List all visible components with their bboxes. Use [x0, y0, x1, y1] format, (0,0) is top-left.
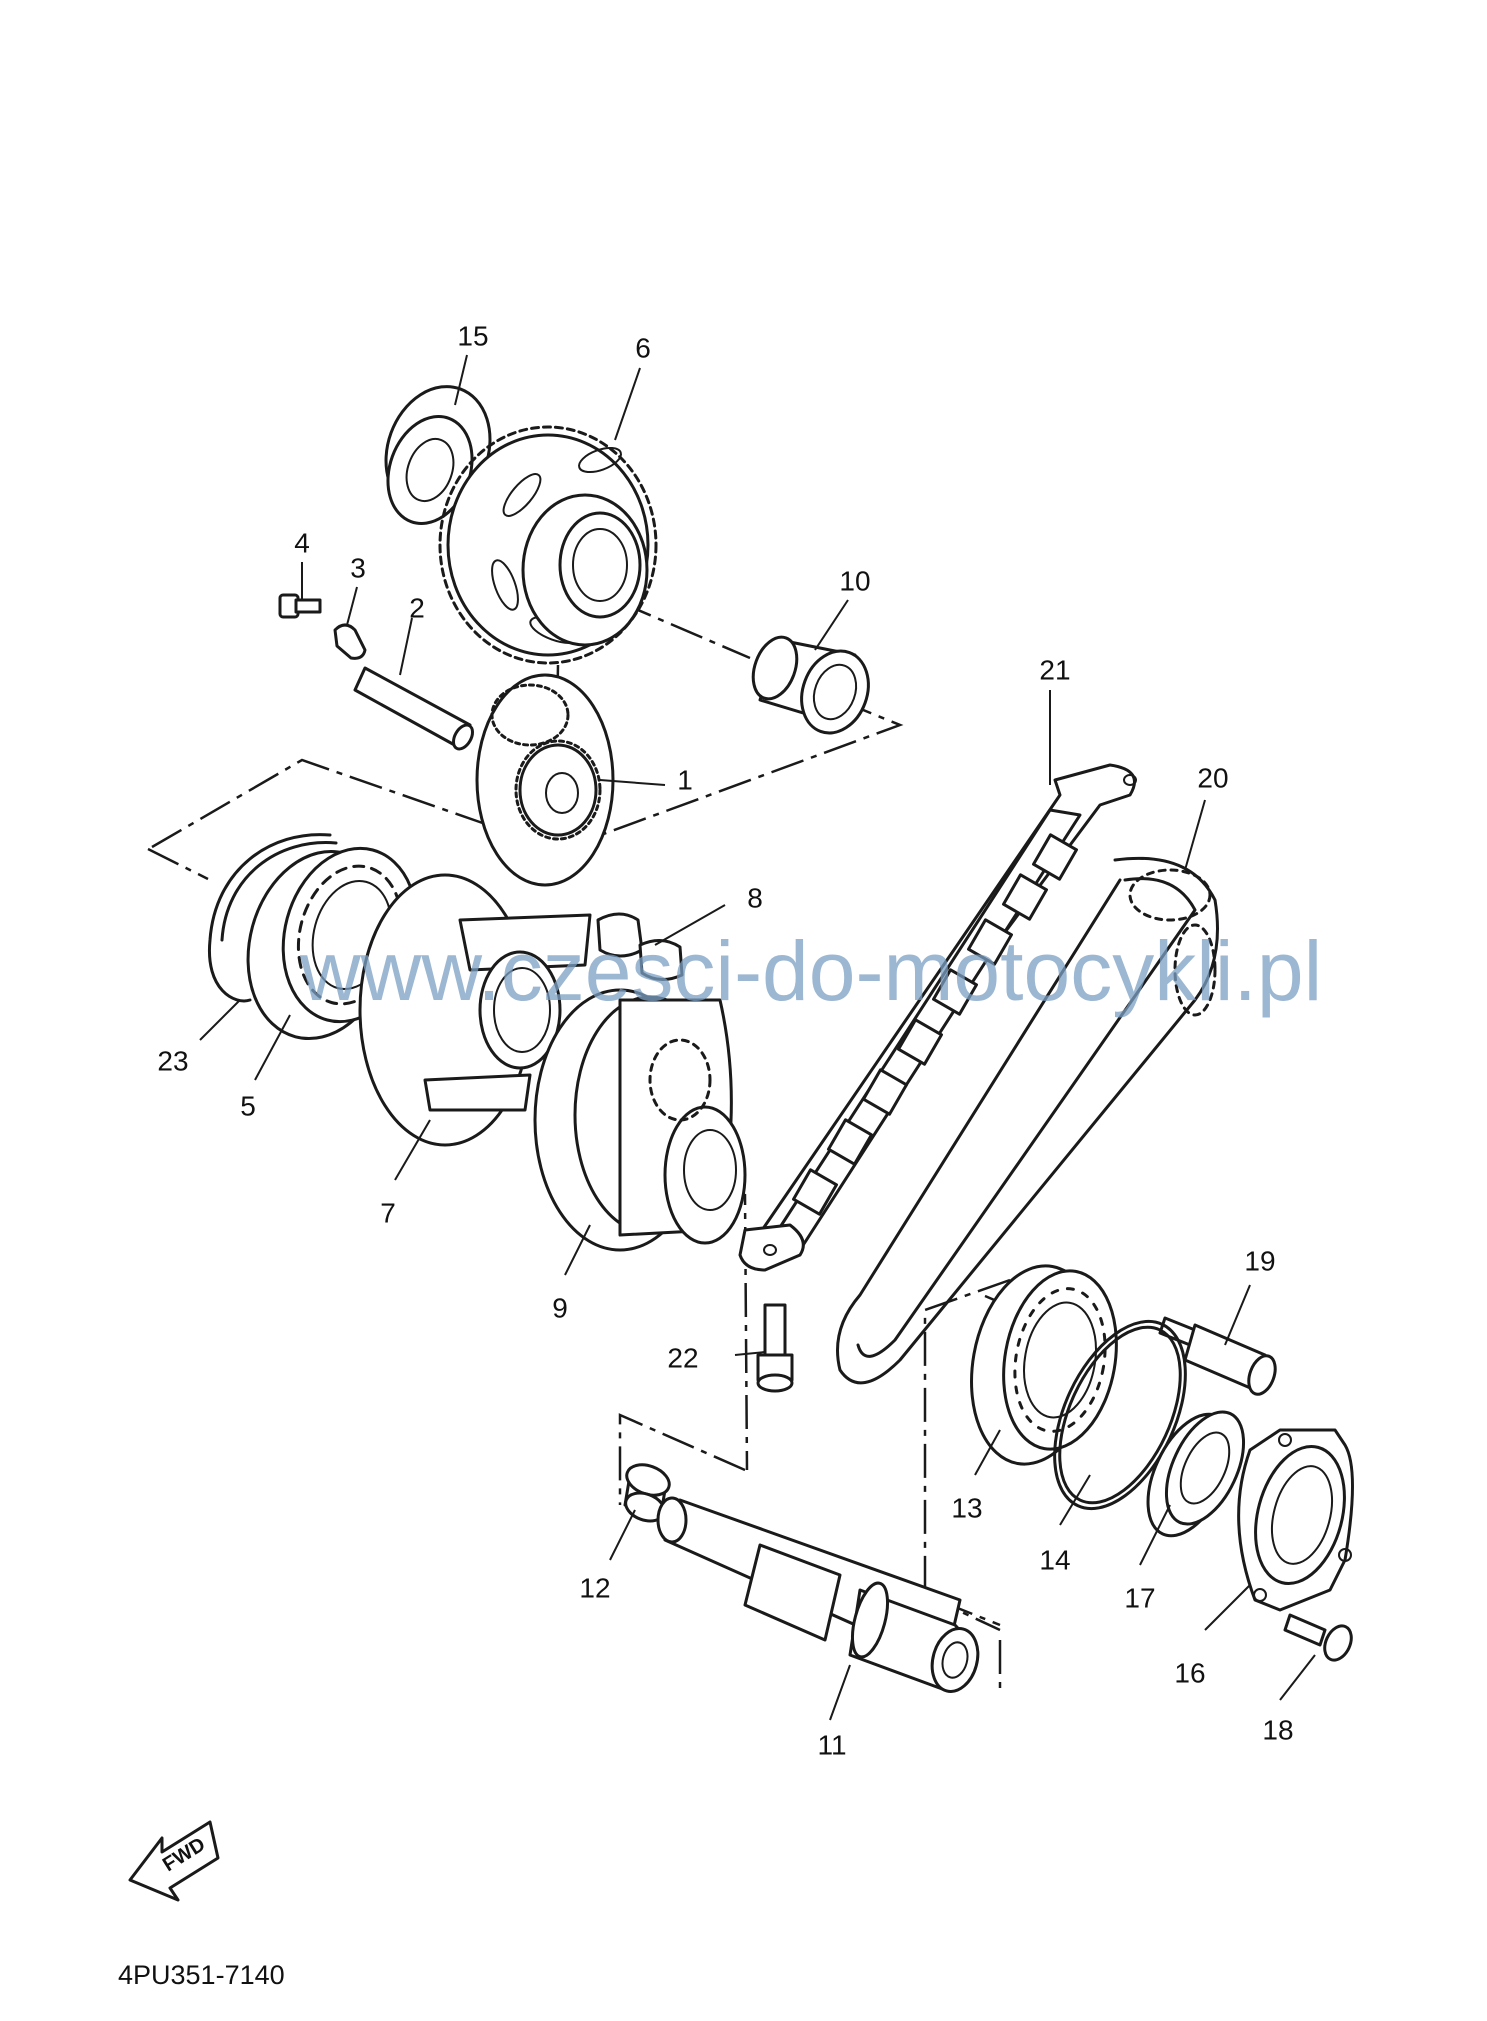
callout-labels: 15 6 4 3 2 10 1 21 20 8 23 5 7 9 22 19 1…	[157, 320, 1293, 1760]
part-8-damper	[596, 912, 684, 981]
callout-23: 23	[157, 1045, 188, 1076]
callout-13: 13	[951, 1492, 982, 1523]
callout-14: 14	[1039, 1544, 1070, 1575]
part-6-starter-gear	[438, 425, 658, 665]
callout-10: 10	[839, 565, 870, 596]
part-23-clip	[208, 833, 338, 1003]
callout-22: 22	[667, 1342, 698, 1373]
callout-16: 16	[1174, 1657, 1205, 1688]
part-9-starter-wheel	[533, 988, 747, 1252]
callout-8: 8	[747, 882, 763, 913]
callout-4: 4	[294, 527, 310, 558]
callout-7: 7	[380, 1197, 396, 1228]
part-10-bushing	[751, 635, 870, 735]
part-3-plate	[333, 623, 367, 660]
callout-3: 3	[350, 552, 366, 583]
callout-17: 17	[1124, 1582, 1155, 1613]
watermark-text: www.czesci-do-motocykli.pl	[299, 924, 1322, 1018]
part-19-pin	[1158, 1316, 1277, 1396]
part-22-bolt	[756, 1303, 794, 1393]
callout-2: 2	[409, 592, 425, 623]
callout-9: 9	[552, 1292, 568, 1323]
part-7-clutch-boss	[358, 873, 592, 1147]
part-2-shaft	[353, 666, 474, 751]
part-13-bearing	[970, 1264, 1118, 1466]
callout-19: 19	[1244, 1245, 1275, 1276]
callout-11: 11	[817, 1729, 846, 1760]
part-12-bushing	[623, 1463, 671, 1523]
leader-lines	[199, 354, 1316, 1721]
callout-21: 21	[1039, 654, 1070, 685]
callout-6: 6	[635, 332, 651, 363]
part-1-idle-gear	[475, 673, 615, 887]
callout-15: 15	[457, 320, 488, 351]
callout-20: 20	[1197, 762, 1228, 793]
part-21-chain-guide	[738, 763, 1137, 1272]
part-17-oil-seal	[1146, 1410, 1246, 1538]
part-18-screw	[1283, 1613, 1353, 1662]
fwd-arrow-icon: FWD	[128, 1820, 220, 1902]
part-16-retainer	[1237, 1428, 1354, 1612]
part-code: 4PU351-7140	[118, 1960, 285, 1990]
callout-1: 1	[677, 764, 693, 795]
part-11-shaft	[656, 1496, 980, 1693]
callout-12: 12	[579, 1572, 610, 1603]
part-20-starter-chain	[836, 856, 1219, 1385]
callout-5: 5	[240, 1090, 256, 1121]
callout-18: 18	[1262, 1714, 1293, 1745]
part-4-bolt	[278, 593, 322, 619]
